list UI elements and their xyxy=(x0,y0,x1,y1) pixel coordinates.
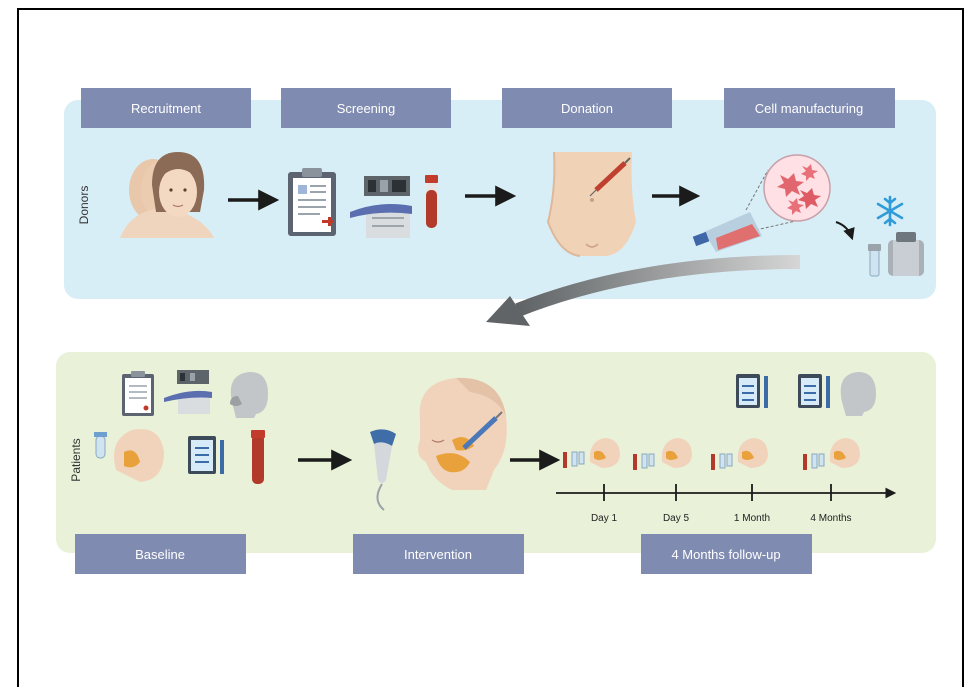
blood-tube-icon xyxy=(94,432,107,459)
arrow-to-storage xyxy=(835,221,855,241)
blood-tube-icon xyxy=(251,430,265,484)
svg-text:Intervention: Intervention xyxy=(404,547,472,562)
svg-text:Cell manufacturing: Cell manufacturing xyxy=(755,101,863,116)
followup-sample-4-months xyxy=(798,372,876,470)
stage-donation: Donation xyxy=(502,88,672,128)
timeline-label-4-months: 4 Months xyxy=(810,513,851,524)
timeline-label-day1: Day 1 xyxy=(591,513,618,524)
stage-intervention: Intervention xyxy=(353,534,524,574)
svg-text:Donation: Donation xyxy=(561,101,613,116)
head-profile-icon xyxy=(840,372,876,416)
snowflake-icon xyxy=(876,195,904,227)
cell-flask-icon xyxy=(692,154,831,252)
followup-sample-1-month xyxy=(711,374,768,470)
svg-text:Screening: Screening xyxy=(337,101,396,116)
stage-cell-manufacturing: Cell manufacturing xyxy=(724,88,895,128)
svg-text:Recruitment: Recruitment xyxy=(131,101,201,116)
timeline-label-1-month: 1 Month xyxy=(734,513,770,524)
patients-row-label: Patients xyxy=(69,438,83,481)
svg-text:4 Months follow-up: 4 Months follow-up xyxy=(671,547,780,562)
patient-head-injection-icon xyxy=(418,377,507,490)
timeline-label-day5: Day 5 xyxy=(663,513,690,524)
followup-sample-day1 xyxy=(563,438,620,468)
stage-screening: Screening xyxy=(281,88,451,128)
blood-tube-icon xyxy=(425,175,438,228)
stage-baseline: Baseline xyxy=(75,534,246,574)
lab-analyzer-icon xyxy=(164,370,212,414)
donors-row-label: Donors xyxy=(77,186,91,225)
abdomen-syringe-icon xyxy=(546,151,636,257)
vial-icon xyxy=(868,244,881,277)
ultrasound-probe-icon xyxy=(370,429,396,511)
transfer-arrow-head xyxy=(486,296,530,326)
cryotank-icon xyxy=(888,232,924,276)
stage-4-months-follow-up: 4 Months follow-up xyxy=(641,534,812,574)
woman-portrait-icon xyxy=(120,152,214,238)
patient-face-icon xyxy=(114,428,164,482)
head-profile-icon xyxy=(230,372,268,418)
clipboard-icon xyxy=(122,371,154,416)
svg-text:Baseline: Baseline xyxy=(135,547,185,562)
stage-recruitment: Recruitment xyxy=(81,88,251,128)
checklist-icon xyxy=(188,436,224,474)
transfer-arrow xyxy=(515,255,801,317)
followup-sample-day5 xyxy=(633,438,692,470)
lab-analyzer-icon xyxy=(350,176,412,238)
clipboard-icon xyxy=(288,168,336,236)
